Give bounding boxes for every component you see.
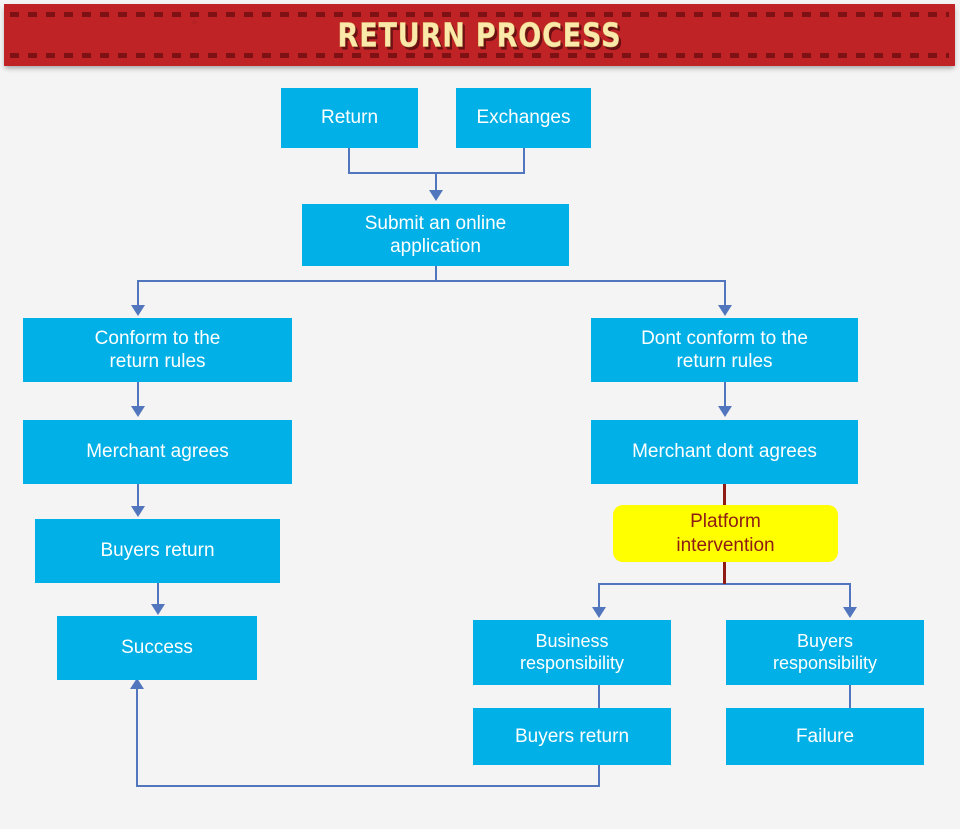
node-submit-line1: Submit an online bbox=[364, 212, 507, 234]
node-buyers-return-right-label: Buyers return bbox=[514, 725, 630, 747]
node-conform-line1: Conform to the bbox=[94, 327, 221, 349]
node-buyers-return-right[interactable]: Buyers return bbox=[473, 708, 671, 765]
node-failure-label: Failure bbox=[795, 725, 855, 747]
node-merchant-agrees[interactable]: Merchant agrees bbox=[23, 420, 292, 484]
arrowhead-to-buyers-return-left bbox=[131, 506, 145, 517]
arrowhead-to-business-responsibility bbox=[592, 607, 606, 618]
node-business-resp-line1: Business bbox=[535, 630, 609, 651]
connector-to-submit bbox=[435, 172, 437, 194]
node-failure[interactable]: Failure bbox=[726, 708, 924, 765]
node-buyers-resp-line1: Buyers bbox=[796, 630, 853, 651]
node-platform-line2: intervention bbox=[676, 534, 775, 556]
banner-dash-line-bottom bbox=[10, 53, 949, 58]
connector-resp-split-left bbox=[598, 583, 600, 609]
node-merchant-dont-agrees[interactable]: Merchant dont agrees bbox=[591, 420, 858, 484]
node-conform-line2: return rules bbox=[109, 351, 206, 372]
connector-split-left bbox=[137, 280, 139, 308]
connector-conform-to-merchant-agrees bbox=[137, 382, 139, 408]
node-return[interactable]: Return bbox=[281, 88, 418, 148]
node-exchanges-label: Exchanges bbox=[476, 107, 571, 129]
arrowhead-to-success-top bbox=[151, 604, 165, 615]
node-merchant-agrees-label: Merchant agrees bbox=[86, 441, 229, 463]
node-return-label: Return bbox=[320, 107, 379, 129]
node-platform-intervention[interactable]: Platform intervention bbox=[613, 505, 838, 562]
node-dont-conform-line1: Dont conform to the bbox=[641, 327, 808, 349]
connector-return-stub bbox=[348, 148, 350, 174]
connector-exchanges-stub bbox=[523, 148, 525, 174]
node-merchant-dont-agrees-label: Merchant dont agrees bbox=[632, 441, 817, 463]
node-business-responsibility-label: Business responsibility bbox=[520, 631, 624, 675]
node-dont-conform-to-return-rules[interactable]: Dont conform to the return rules bbox=[591, 318, 858, 382]
node-exchanges[interactable]: Exchanges bbox=[456, 88, 591, 148]
connector-not-conform-to-merchant-disagrees bbox=[724, 382, 726, 408]
node-submit-application[interactable]: Submit an online application bbox=[302, 204, 569, 266]
arrowhead-to-not-conform bbox=[718, 305, 732, 316]
node-buyers-return-left-label: Buyers return bbox=[100, 540, 215, 562]
node-submit-application-label: Submit an online application bbox=[365, 212, 507, 258]
node-business-resp-line2: responsibility bbox=[519, 652, 625, 673]
node-buyers-responsibility-label: Buyers responsibility bbox=[773, 631, 877, 675]
connector-bottom-loop-across bbox=[136, 785, 600, 787]
connector-business-resp-to-buyers-return bbox=[598, 685, 600, 709]
node-buyers-return-left[interactable]: Buyers return bbox=[35, 519, 280, 583]
arrowhead-to-conform bbox=[131, 305, 145, 316]
node-platform-intervention-label: Platform intervention bbox=[676, 510, 774, 556]
connector-split-bar bbox=[137, 280, 725, 282]
node-conform-to-return-rules[interactable]: Conform to the return rules bbox=[23, 318, 292, 382]
connector-merchant-agrees-to-buyers-return bbox=[137, 484, 139, 512]
node-buyers-resp-line2: responsibility bbox=[772, 652, 878, 673]
node-submit-line2: application bbox=[390, 236, 481, 257]
connector-split-right bbox=[724, 280, 726, 308]
node-dont-conform-line2: return rules bbox=[676, 351, 773, 372]
header-banner: RETURN PROCESS bbox=[4, 4, 955, 66]
node-business-responsibility[interactable]: Business responsibility bbox=[473, 620, 671, 685]
connector-bottom-loop-down bbox=[598, 765, 600, 787]
arrowhead-to-buyers-responsibility bbox=[843, 607, 857, 618]
arrowhead-to-submit bbox=[429, 190, 443, 201]
connector-submit-stub bbox=[435, 266, 437, 282]
connector-buyers-resp-to-failure bbox=[849, 685, 851, 709]
arrowhead-to-merchant-disagrees bbox=[718, 406, 732, 417]
arrowhead-to-success-bottom bbox=[130, 678, 144, 689]
node-success-label: Success bbox=[121, 637, 193, 659]
arrowhead-to-merchant-agrees bbox=[131, 406, 145, 417]
connector-buyers-return-to-success bbox=[157, 583, 159, 613]
banner-dash-line-top bbox=[10, 12, 949, 17]
node-platform-line1: Platform bbox=[690, 511, 761, 533]
connector-resp-split-right bbox=[849, 583, 851, 609]
connector-bottom-loop-up bbox=[136, 688, 138, 787]
node-conform-label: Conform to the return rules bbox=[95, 327, 221, 373]
connector-resp-split-bar bbox=[598, 583, 850, 585]
node-success[interactable]: Success bbox=[57, 616, 257, 680]
node-buyers-responsibility[interactable]: Buyers responsibility bbox=[726, 620, 924, 685]
page-title: RETURN PROCESS bbox=[337, 15, 622, 55]
node-dont-conform-label: Dont conform to the return rules bbox=[641, 327, 808, 373]
